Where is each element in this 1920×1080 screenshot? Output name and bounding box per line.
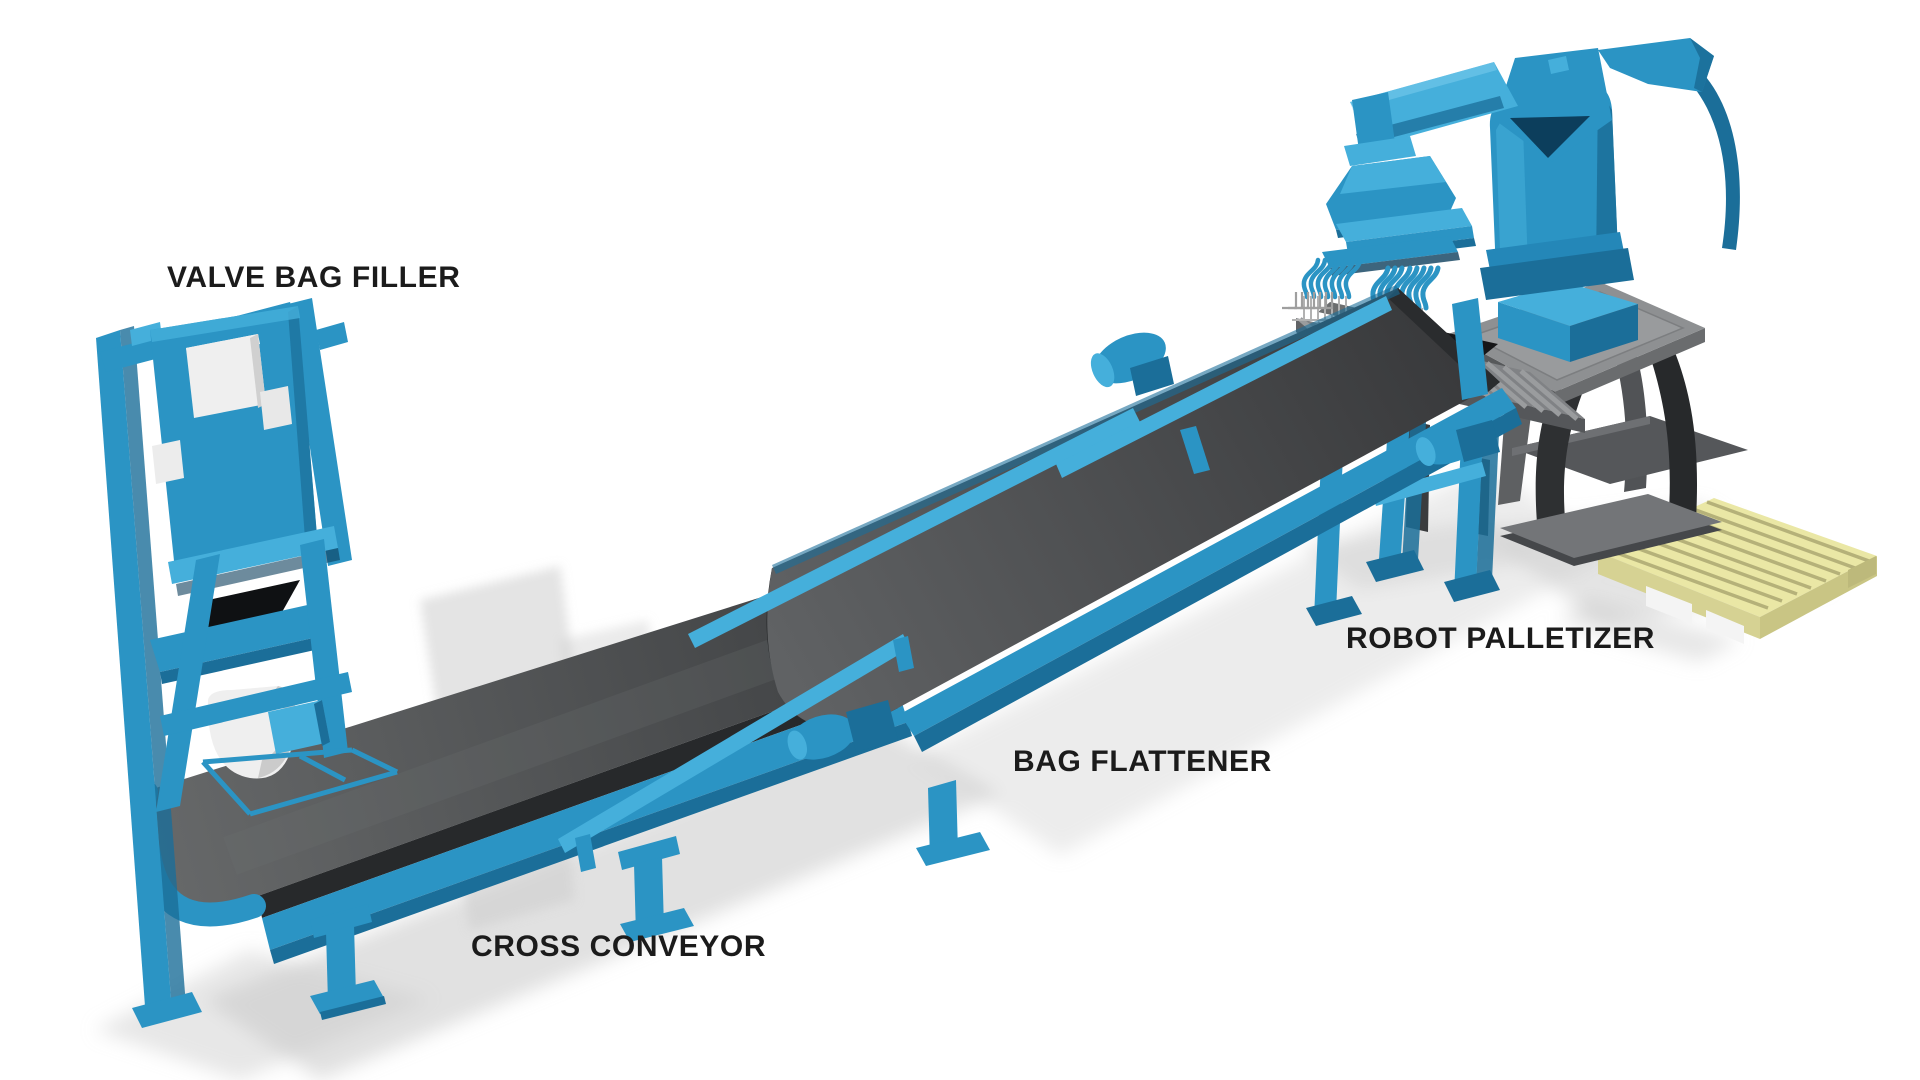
filler-left-foot	[132, 992, 202, 1028]
pallet-fork-gap-2	[1706, 610, 1744, 644]
incline-frame-band-shade	[914, 408, 1522, 752]
incline-leg-crossbar	[1372, 462, 1486, 506]
gripper-slab-top	[1336, 208, 1472, 242]
robot-rear-link-outer	[1688, 68, 1740, 250]
robot-counterweight-arm	[1598, 38, 1714, 92]
incline-mid-foot	[1306, 596, 1362, 626]
valve-bag-filler-illustration	[96, 298, 399, 1028]
incline-conveyor-illustration	[558, 285, 1522, 872]
cross-belt-front-edge	[258, 668, 898, 918]
head-motor-mount	[1130, 356, 1174, 396]
gripper-frustum-top	[1340, 156, 1446, 194]
filler-panel-highlight	[150, 306, 300, 342]
filler-left-post-shade	[120, 326, 186, 1012]
incline-belt-surface	[767, 288, 1500, 728]
filler-right-bracket	[316, 322, 348, 350]
pallet-shadow	[1560, 598, 1740, 662]
pallet-corner-block	[1848, 556, 1876, 588]
robot-base-front	[1498, 302, 1570, 362]
leg-foot-3	[916, 832, 990, 866]
robot-counterweight-side	[1690, 38, 1714, 92]
robot-body-shade	[1596, 88, 1618, 276]
tail-motor-mount	[846, 700, 898, 752]
gripper-collar	[1344, 136, 1416, 166]
incline-frame-band	[900, 388, 1516, 736]
filler-front-left-post	[156, 554, 220, 812]
gripper-fingers-left	[1301, 257, 1363, 300]
cross-conveyor-legs	[310, 780, 990, 1020]
right-motor-mount	[1456, 420, 1500, 462]
filler-saddle-side	[314, 700, 330, 746]
filler-mid-beam-shade	[176, 548, 340, 596]
label-valve-bag-filler: VALVE BAG FILLER	[167, 261, 461, 294]
robot-elbow-ridge	[1548, 56, 1569, 74]
robot-elbow	[1495, 48, 1612, 162]
bag-box	[186, 334, 266, 418]
filler-lower-beam	[160, 672, 352, 736]
gripper-comb-tines	[1282, 292, 1334, 310]
rail-post-1	[575, 834, 596, 872]
tail-drive-motor	[787, 714, 855, 760]
flattener-rail-1	[688, 408, 1140, 648]
leg-bracket-1	[310, 904, 372, 938]
white-cube-left	[152, 440, 184, 484]
bag-box-side	[250, 334, 266, 408]
robot-flange-lower	[1480, 248, 1634, 300]
incline-head-upright	[1452, 298, 1488, 400]
pallet-side-right	[1760, 556, 1877, 639]
leg-shaft-1	[326, 925, 356, 1002]
robot-elbow-underside	[1510, 116, 1590, 158]
rail-post-2	[893, 636, 914, 672]
rail-post-3	[1180, 426, 1210, 474]
robot-body-highlight	[1496, 100, 1528, 268]
pedestal-top-thickness-right	[1555, 328, 1705, 406]
filler-panel-shade	[288, 306, 318, 552]
incline-far-rail-lip	[772, 285, 1400, 574]
incline-foot-2	[1444, 570, 1500, 602]
filler-left-post	[96, 330, 172, 1020]
white-cube-right	[260, 386, 292, 430]
pallet-fork-gap-1	[1646, 586, 1692, 624]
flattener-rail-3	[558, 634, 910, 853]
cross-conveyor-shadow	[205, 725, 1000, 1080]
robot-base-side	[1570, 304, 1638, 362]
pedestal-base-plate	[1500, 494, 1722, 558]
filler-front-right-post	[300, 539, 348, 758]
gripper-lower-plate	[1322, 236, 1458, 268]
pedestal-leg-front-right	[1650, 350, 1698, 526]
leg-foot-2	[620, 908, 694, 942]
filler-right-post	[288, 298, 352, 566]
cross-belt-surface	[141, 585, 893, 907]
filler-saddle	[268, 700, 330, 754]
filler-discharge-rails	[201, 747, 399, 817]
incline-leg-back-2	[1476, 412, 1500, 584]
label-robot-palletizer: ROBOT PALLETIZER	[1346, 622, 1655, 655]
labels: VALVE BAG FILLER CROSS CONVEYOR BAG FLAT…	[167, 261, 1655, 963]
label-bag-flattener: BAG FLATTENER	[1013, 745, 1272, 778]
leg-bracket-2	[618, 836, 680, 870]
incline-foot-1	[1366, 550, 1424, 582]
leg-foot-1-shade	[320, 996, 386, 1020]
label-cross-conveyor: CROSS CONVEYOR	[471, 930, 766, 963]
leg-foot-1	[310, 980, 384, 1014]
cross-belt-sheen	[223, 623, 827, 875]
gripper-lower-plate-edge	[1330, 252, 1460, 276]
bag-flattener-rails	[558, 296, 1392, 872]
cross-frame-beam	[262, 690, 908, 950]
flattener-rail-2	[1056, 296, 1392, 478]
robot-palletizer-illustration	[1282, 38, 1740, 362]
